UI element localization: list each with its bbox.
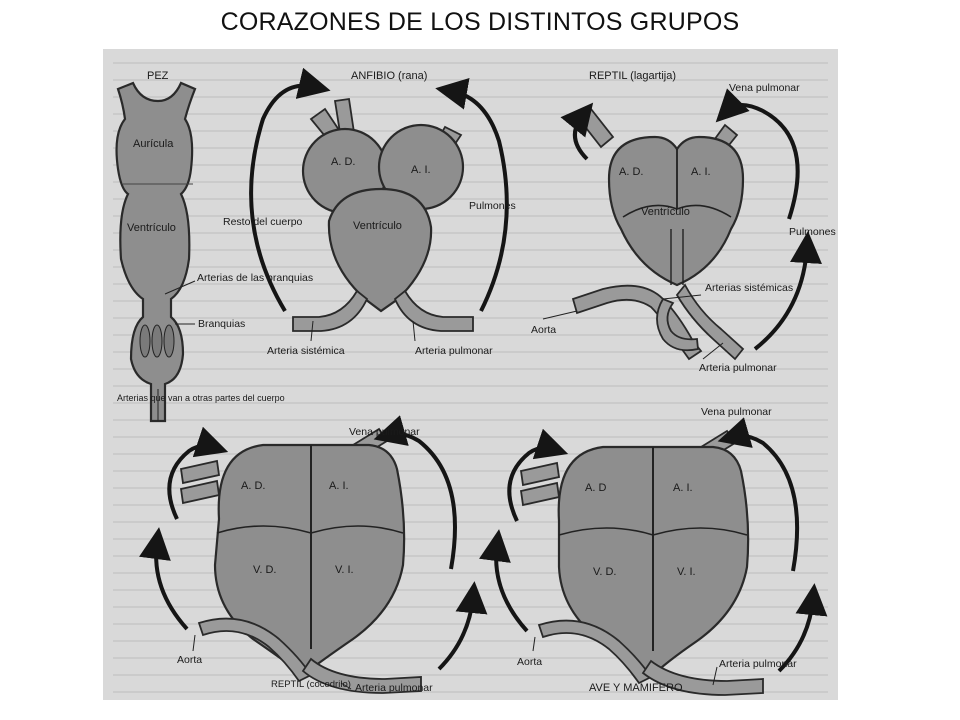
- fish-title: PEZ: [147, 70, 169, 82]
- fish-arterias-cuerpo-label: Arterias que van a otras partes del cuer…: [117, 393, 285, 403]
- bird-arteria-pulmonar-label: Arteria pulmonar: [719, 658, 797, 670]
- panel-amphibian: ANFIBIO (rana) A. D. A. I. Ventrículo Re…: [223, 67, 516, 357]
- bird-vena-pulmonar-label: Vena pulmonar: [701, 406, 772, 418]
- croc-arteria-pulmonar-label: Arteria pulmonar: [355, 682, 433, 694]
- croc-title: REPTIL (cocodrilo): [271, 679, 351, 690]
- croc-vena-pulmonar-label: Vena pulmonar: [349, 426, 420, 438]
- lizard-arrow-vena: [715, 88, 800, 220]
- bird-pulmonary: [641, 659, 764, 696]
- amphibian-resto-cuerpo-label: Resto del cuerpo: [223, 216, 303, 228]
- panel-reptile-croc: Vena pulmonar A. D. A. I. V. D. V. I. Ao…: [139, 415, 488, 694]
- slide-title: CORAZONES DE LOS DISTINTOS GRUPOS: [220, 8, 740, 36]
- gill: [151, 324, 163, 358]
- lizard-ad-label: A. D.: [619, 166, 643, 178]
- lizard-heart: [607, 135, 745, 287]
- bird-av-line: [558, 527, 748, 536]
- lizard-septum-lower: [670, 229, 684, 285]
- croc-av-line: [216, 525, 404, 534]
- croc-aorta-label: Aorta: [177, 654, 202, 666]
- croc-arrow-vena: [373, 415, 457, 570]
- svg-text:Arterias de las branquias: Arterias de las branquias: [197, 272, 313, 284]
- croc-arrow-low: [139, 527, 189, 631]
- croc-left-vessel-1: [179, 459, 221, 485]
- amphibian-ventriculo-label: Ventrículo: [353, 220, 402, 232]
- lizard-systemic-arteries: [656, 297, 699, 352]
- fish-auricula-label: Aurícula: [133, 138, 174, 150]
- bird-arrow-right: [777, 583, 828, 673]
- croc-arrow-top: [167, 426, 229, 520]
- lizard-title: REPTIL (lagartija): [589, 70, 676, 82]
- fish-ventriculo-label: Ventrículo: [127, 222, 176, 234]
- fish-arterias-branquias-label: Arterias de las branquias: [197, 272, 313, 284]
- amphibian-systemic-artery: [292, 289, 369, 332]
- lizard-aorta-label: Aorta: [531, 324, 556, 336]
- fish-heart: [115, 81, 197, 423]
- lizard-arrow-top: [560, 102, 594, 161]
- lizard-ai-label: A. I.: [691, 166, 711, 178]
- bird-arrow-low: [479, 529, 529, 633]
- panel-reptile-lizard: REPTIL (lagartija) Vena pulmonar A. D. A…: [531, 70, 836, 374]
- bird-ai-label: A. I.: [673, 482, 693, 494]
- gill: [163, 324, 175, 358]
- bird-left-vessel-1: [519, 461, 561, 487]
- bird-arrow-vena: [717, 417, 800, 572]
- bird-aorta-label: Aorta: [517, 656, 542, 668]
- bird-vi-label: V. I.: [677, 566, 696, 578]
- croc-aorta: [197, 617, 313, 683]
- svg-text:Arterias sistémicas: Arterias sistémicas: [705, 282, 793, 294]
- panel-bird-mammal: Vena pulmonar A. D A. I. V. D. V. I. Aor…: [479, 406, 828, 696]
- lizard-ventriculo-label: Ventrículo: [641, 206, 690, 218]
- lizard-arteria-pulmonar-label: Arteria pulmonar: [699, 362, 777, 374]
- panel-fish: PEZ Aurícula Ventrículo Arterias de las …: [115, 70, 313, 423]
- lizard-aorta: [571, 284, 703, 361]
- bird-aorta: [537, 619, 653, 685]
- bird-arrow-top: [507, 428, 569, 522]
- lizard-pulmonary-artery: [675, 283, 745, 361]
- amphibian-ventricle: [327, 187, 433, 313]
- lizard-vena-pulmonar-label: Vena pulmonar: [729, 82, 800, 94]
- lizard-ventricle-line: [622, 204, 732, 218]
- fish-branquias-label: Branquias: [198, 318, 245, 330]
- amphibian-title: ANFIBIO (rana): [351, 70, 427, 82]
- amphibian-pulmonary-artery: [393, 289, 474, 332]
- croc-vd-label: V. D.: [253, 564, 276, 576]
- lizard-arrow-lungs: [753, 231, 822, 351]
- bird-title: AVE Y MAMIFERO: [589, 682, 683, 694]
- lizard-pulmones-label: Pulmones: [789, 226, 836, 238]
- lizard-arterias-sistemicas-label: Arterias sistémicas: [705, 282, 793, 294]
- amphibian-ad-label: A. D.: [331, 156, 355, 168]
- bird-ad-label: A. D: [585, 482, 606, 494]
- amphibian-arrow-body: [249, 67, 331, 313]
- hearts-diagram: PEZ Aurícula Ventrículo Arterias de las …: [103, 49, 838, 700]
- croc-heart: [213, 443, 406, 677]
- amphibian-arteria-sistemica-label: Arteria sistémica: [267, 345, 345, 357]
- amphibian-ai-label: A. I.: [411, 164, 431, 176]
- croc-vi-label: V. I.: [335, 564, 354, 576]
- croc-ad-label: A. D.: [241, 480, 265, 492]
- amphibian-arteria-pulmonar-label: Arteria pulmonar: [415, 345, 493, 357]
- croc-ai-label: A. I.: [329, 480, 349, 492]
- gill: [139, 324, 151, 358]
- bird-vd-label: V. D.: [593, 566, 616, 578]
- amphibian-arrow-lungs: [435, 78, 509, 312]
- amphibian-pulmones-label: Pulmones: [469, 200, 516, 212]
- croc-pulmonary: [301, 657, 422, 694]
- croc-arrow-right: [437, 581, 488, 671]
